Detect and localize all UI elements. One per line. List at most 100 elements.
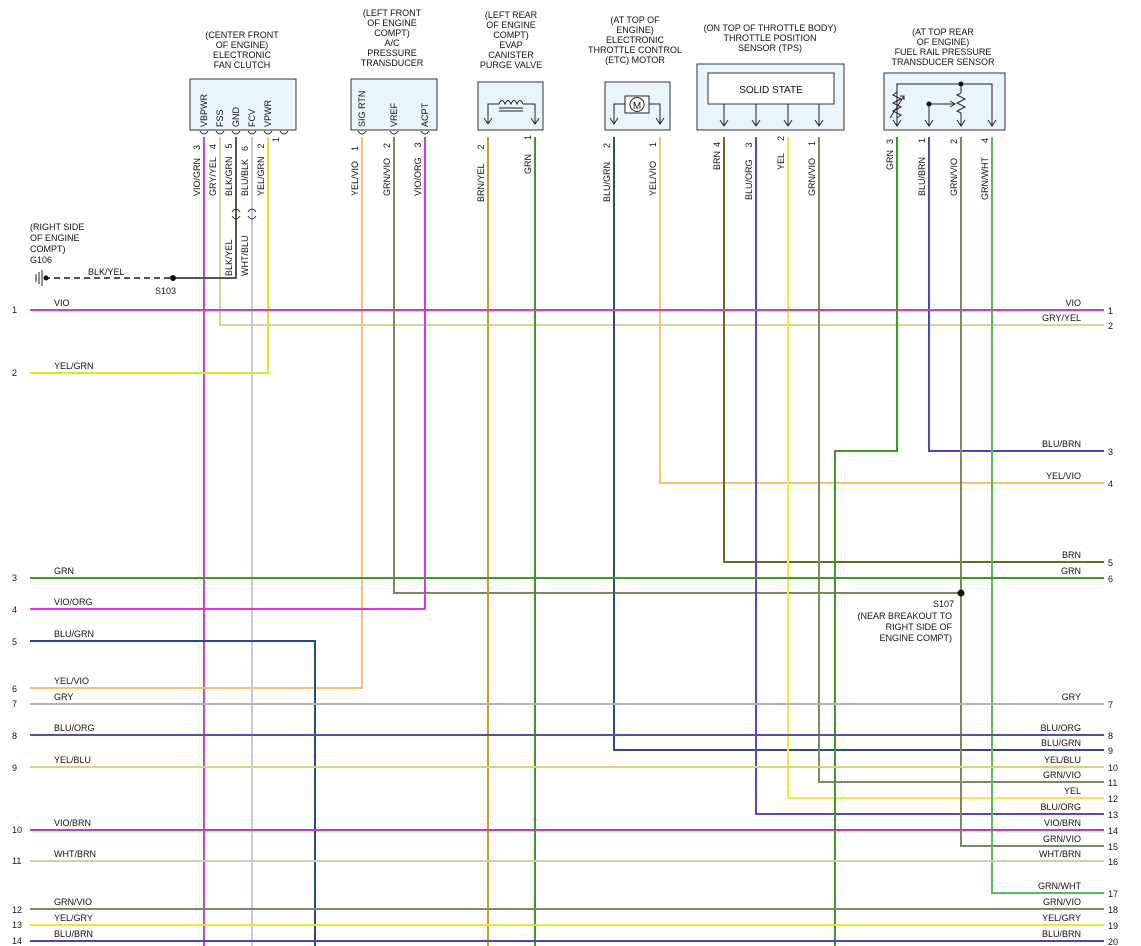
- vlabel-ac-3: VIO/ORG3: [413, 142, 423, 196]
- left-pin-number: 10: [12, 825, 22, 835]
- component-tps: (ON TOP OF THROTTLE BODY)THROTTLE POSITI…: [696, 23, 845, 131]
- pin-label-acpt: ACPT: [420, 102, 430, 127]
- right-pin-number: 10: [1108, 763, 1118, 773]
- left-wire-label: VIO/BRN: [54, 818, 91, 828]
- ground-symbol-icon: [35, 270, 43, 286]
- right-pin-number: 14: [1108, 826, 1118, 836]
- right-wire-label: BLU/BRN: [1042, 439, 1081, 449]
- bus-blu-grn: [30, 640, 316, 946]
- right-wire-label: VIO: [1065, 298, 1081, 308]
- left-wire-label: GRY: [54, 692, 73, 702]
- wire-tps-3: [755, 137, 1104, 815]
- right-wire-label: WHT/BRN: [1039, 849, 1081, 859]
- vlabel-fan-3: VIO/GRN3: [192, 145, 202, 196]
- vlabel-frp-3: GRN3: [885, 139, 895, 170]
- vlabel-frp-1: BLU/BRN1: [917, 138, 927, 196]
- wire-ac-vref: [393, 137, 962, 594]
- right-pin-number: 20: [1108, 937, 1118, 946]
- right-wire-label: BLU/GRN: [1041, 738, 1081, 748]
- wire-fan-gnd: [174, 137, 237, 279]
- left-wire-label: GRN: [54, 566, 74, 576]
- pin-label-gnd: GND: [231, 107, 241, 128]
- wire-s107-down: [960, 593, 1104, 847]
- left-wire-label: WHT/BRN: [54, 849, 96, 859]
- vlabel-etc-1: YEL/VIO1: [648, 142, 658, 196]
- wire-ac-sigrtn: [30, 137, 363, 689]
- vlabel-frp-4: GRN/WHT4: [980, 138, 990, 200]
- motor-icon: M: [624, 95, 650, 114]
- right-wire-label: GRN/VIO: [1043, 834, 1081, 844]
- left-pin-number: 7: [12, 699, 17, 709]
- left-pin-number: 3: [12, 573, 17, 583]
- fan-wire-shield-marks: [231, 208, 257, 220]
- fan-clutch-box: [189, 78, 297, 131]
- right-wire-label: GRN/WHT: [1038, 881, 1081, 891]
- vlabel-tps-3: BLU/ORG3: [744, 142, 754, 200]
- vlabel-ac-2: GRN/VIO2: [382, 143, 392, 196]
- left-pin-number: 9: [12, 763, 17, 773]
- left-pin-number: 2: [12, 368, 17, 378]
- left-pin-number: 13: [12, 920, 22, 930]
- vlabel-fan-blkyel: BLK/YEL: [224, 239, 234, 276]
- pin-label-vbpwr: VBPWR: [199, 93, 209, 127]
- right-pin-number: 11: [1108, 778, 1117, 788]
- right-wire-label: BLU/BRN: [1042, 929, 1081, 939]
- vlabel-fan-1: 1: [271, 137, 281, 142]
- right-wire-label: BLU/ORG: [1040, 802, 1081, 812]
- left-pin-number: 4: [12, 605, 17, 615]
- ground-wire-label: BLK/YEL: [88, 267, 125, 277]
- right-wire-label: YEL/GRY: [1042, 913, 1081, 923]
- left-pin-number: 8: [12, 731, 17, 741]
- vlabel-tps-4: BRN4: [712, 142, 722, 170]
- svg-text:S107: S107: [933, 599, 954, 609]
- vlabel-fan-4: GRY/YEL4: [208, 144, 218, 196]
- right-pin-number: 1: [1108, 306, 1113, 316]
- splice-s103-label: S103: [155, 286, 176, 296]
- ac-transducer-box: [350, 78, 438, 131]
- wire-tps-2: [787, 137, 1104, 799]
- right-pin-number: 4: [1108, 479, 1113, 489]
- vlabel-fan-5: BLK/GRN5: [224, 143, 234, 196]
- right-connector-labels: 1VIO2GRY/YEL3BLU/BRN4YEL/VIO5BRN6GRN7GRY…: [1038, 298, 1118, 946]
- fan-clutch-terminals: [199, 130, 289, 135]
- left-wire-label: VIO/ORG: [54, 597, 93, 607]
- wire-frp-3: [834, 137, 898, 946]
- left-pin-number: 12: [12, 905, 22, 915]
- wire-etc-2: [613, 137, 1104, 751]
- right-pin-number: 12: [1108, 794, 1118, 804]
- vlabel-ac-1: YEL/VIO1: [350, 146, 360, 196]
- solenoid-coil-icon: [483, 100, 540, 125]
- right-wire-label: GRN/VIO: [1043, 897, 1081, 907]
- left-wire-label: YEL/GRY: [54, 913, 93, 923]
- frp-box: [883, 72, 1006, 131]
- vlabel-tps-1: GRN/VIO1: [807, 141, 817, 196]
- svg-text:(ON TOP OF THROTTLE BODY)THROT: (ON TOP OF THROTTLE BODY)THROTTLE POSITI…: [704, 23, 837, 53]
- left-pin-number: 14: [12, 936, 22, 946]
- wire-fan-vpwr: [30, 137, 269, 374]
- right-pin-number: 19: [1108, 921, 1118, 931]
- left-wire-label: BLU/GRN: [54, 629, 94, 639]
- pin-label-fss: FSS: [215, 109, 225, 127]
- pin-label-sigrtn: SIG RTN: [357, 91, 367, 127]
- left-wire-label: BLU/BRN: [54, 929, 93, 939]
- wire-fan-fss: [219, 137, 1104, 326]
- right-pin-number: 13: [1108, 810, 1118, 820]
- left-wire-label: YEL/GRN: [54, 361, 94, 371]
- right-wire-label: GRN: [1061, 566, 1081, 576]
- tps-solid-state-box: [707, 72, 835, 105]
- right-wire-label: GRY: [1062, 692, 1081, 702]
- right-pin-number: 15: [1108, 842, 1118, 852]
- right-pin-number: 9: [1108, 746, 1113, 756]
- right-wire-label: BLU/ORG: [1040, 723, 1081, 733]
- right-wire-label: GRN/VIO: [1043, 770, 1081, 780]
- right-pin-number: 16: [1108, 857, 1118, 867]
- right-pin-number: 8: [1108, 731, 1113, 741]
